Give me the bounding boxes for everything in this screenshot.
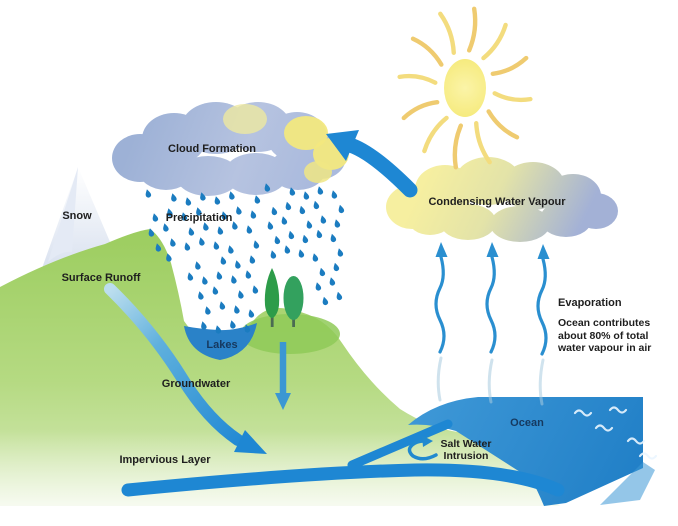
runoff-groundwater-arrow [104, 283, 267, 454]
label-lakes: Lakes [206, 339, 238, 351]
label-precipitation: Precipitation [165, 212, 233, 224]
wave-icons [573, 406, 658, 460]
impervious-flow-arrow [121, 463, 565, 497]
label-salt-water-intrusion: Salt Water Intrusion [440, 438, 492, 462]
evaporation-arrows [434, 242, 550, 406]
lake-water [184, 323, 257, 360]
infiltration-arrow [275, 342, 291, 410]
label-impervious-layer: Impervious Layer [119, 454, 211, 466]
ocean-water [408, 397, 658, 506]
label-surface-runoff: Surface Runoff [61, 272, 141, 284]
salt-water-tongue [347, 419, 453, 470]
label-evaporation: Evaporation [558, 297, 622, 309]
label-condensing-water-vapour: Condensing Water Vapour [428, 196, 566, 208]
label-cloud-formation: Cloud Formation [168, 143, 256, 155]
label-evaporation-note: Ocean contributes about 80% of total wat… [558, 317, 652, 354]
evergreen-trees [264, 268, 304, 327]
rain-cloud [112, 102, 349, 196]
label-snow: Snow [62, 210, 92, 222]
vapour-cloud [386, 157, 618, 242]
label-ocean: Ocean [510, 417, 544, 429]
cloud-transfer-arrow [326, 130, 418, 198]
sun-icon [397, 6, 533, 170]
salt-water-curl-arrow [407, 435, 438, 461]
label-groundwater: Groundwater [161, 378, 231, 390]
